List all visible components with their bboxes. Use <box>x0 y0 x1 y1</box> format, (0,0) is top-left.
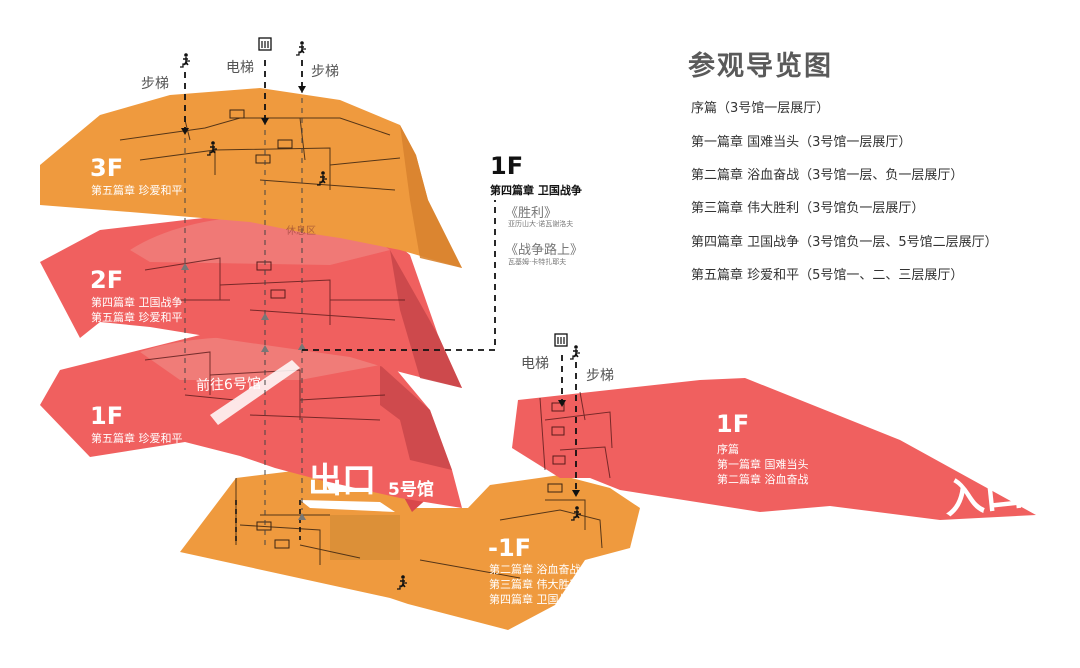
to-hall6-arrow <box>210 360 300 425</box>
floor3-label: 3F <box>90 154 124 182</box>
floor2-chapter-a: 第四篇章 卫国战争 <box>91 296 183 309</box>
exit-hall-label: 5号馆 <box>388 480 434 500</box>
legend-item-prologue: 序篇（3号馆一层展厅） <box>691 101 830 116</box>
hall3-floor1-chapter1: 第一篇章 国难当头 <box>717 458 809 471</box>
hall5-floor1 <box>40 335 462 508</box>
basement-chapter2: 第二篇章 浴血奋战 <box>489 563 581 576</box>
floor2-chapter-b: 第五篇章 珍爱和平 <box>91 311 183 324</box>
basement-chapter3: 第三篇章 伟大胜利 <box>489 578 581 591</box>
entrance-hall-label: 3号馆 <box>953 525 1005 552</box>
legend-item-chapter2: 第二篇章 浴血奋战（3号馆一层、负一层展厅） <box>691 168 964 183</box>
legend-item-chapter5: 第五篇章 珍爱和平（5号馆一、二、三层展厅） <box>691 268 964 283</box>
to-hall6-label: 前往6号馆 <box>195 375 262 395</box>
hall3-floor1-prologue: 序篇 <box>717 443 739 456</box>
stairs-label-right: 步梯 <box>311 64 339 80</box>
hall3-floor1-chapter2: 第二篇章 浴血奋战 <box>717 473 809 486</box>
hall3-stairs-label: 步梯 <box>586 368 614 384</box>
legend-item-chapter1: 第一篇章 国难当头（3号馆一层展厅） <box>691 135 912 150</box>
basement-label: -1F <box>488 534 532 562</box>
callout-work1-author: 亚历山大·诺瓦谢洛夫 <box>508 220 574 228</box>
exit-label: 出口 <box>308 461 376 501</box>
floor2-label: 2F <box>90 266 124 294</box>
hall3-floor1 <box>512 378 1036 520</box>
legend-item-chapter3: 第三篇章 伟大胜利（3号馆负一层展厅） <box>691 201 925 216</box>
elevator-label: 电梯 <box>226 60 254 76</box>
hall3-basement-floor <box>180 468 640 630</box>
basement-chapter4: 第四篇章 卫国战争 <box>489 593 581 606</box>
floor1-chapter: 第五篇章 珍爱和平 <box>91 432 183 445</box>
hall3-floor1-label: 1F <box>716 410 750 438</box>
page-title: 参观导览图 <box>688 51 833 82</box>
floor1-label: 1F <box>90 402 124 430</box>
callout-work1: 《胜利》 <box>505 206 558 221</box>
hall5-floor3 <box>40 88 462 268</box>
entrance-label: 入口 <box>941 468 1027 524</box>
floor3-chapter: 第五篇章 珍爱和平 <box>91 184 183 197</box>
faded-area-label: 休息区 <box>286 226 316 237</box>
callout-work2-author: 瓦基姆·卡特扎耶夫 <box>508 258 567 266</box>
stairs-label-left: 步梯 <box>141 76 169 92</box>
callout-floor: 1F <box>490 152 524 180</box>
legend-item-chapter4: 第四篇章 卫国战争（3号馆负一层、5号馆二层展厅） <box>691 235 998 250</box>
hall3-elevator-label: 电梯 <box>521 356 549 372</box>
callout-work2: 《战争路上》 <box>505 243 584 258</box>
callout-chapter: 第四篇章 卫国战争 <box>490 184 582 197</box>
